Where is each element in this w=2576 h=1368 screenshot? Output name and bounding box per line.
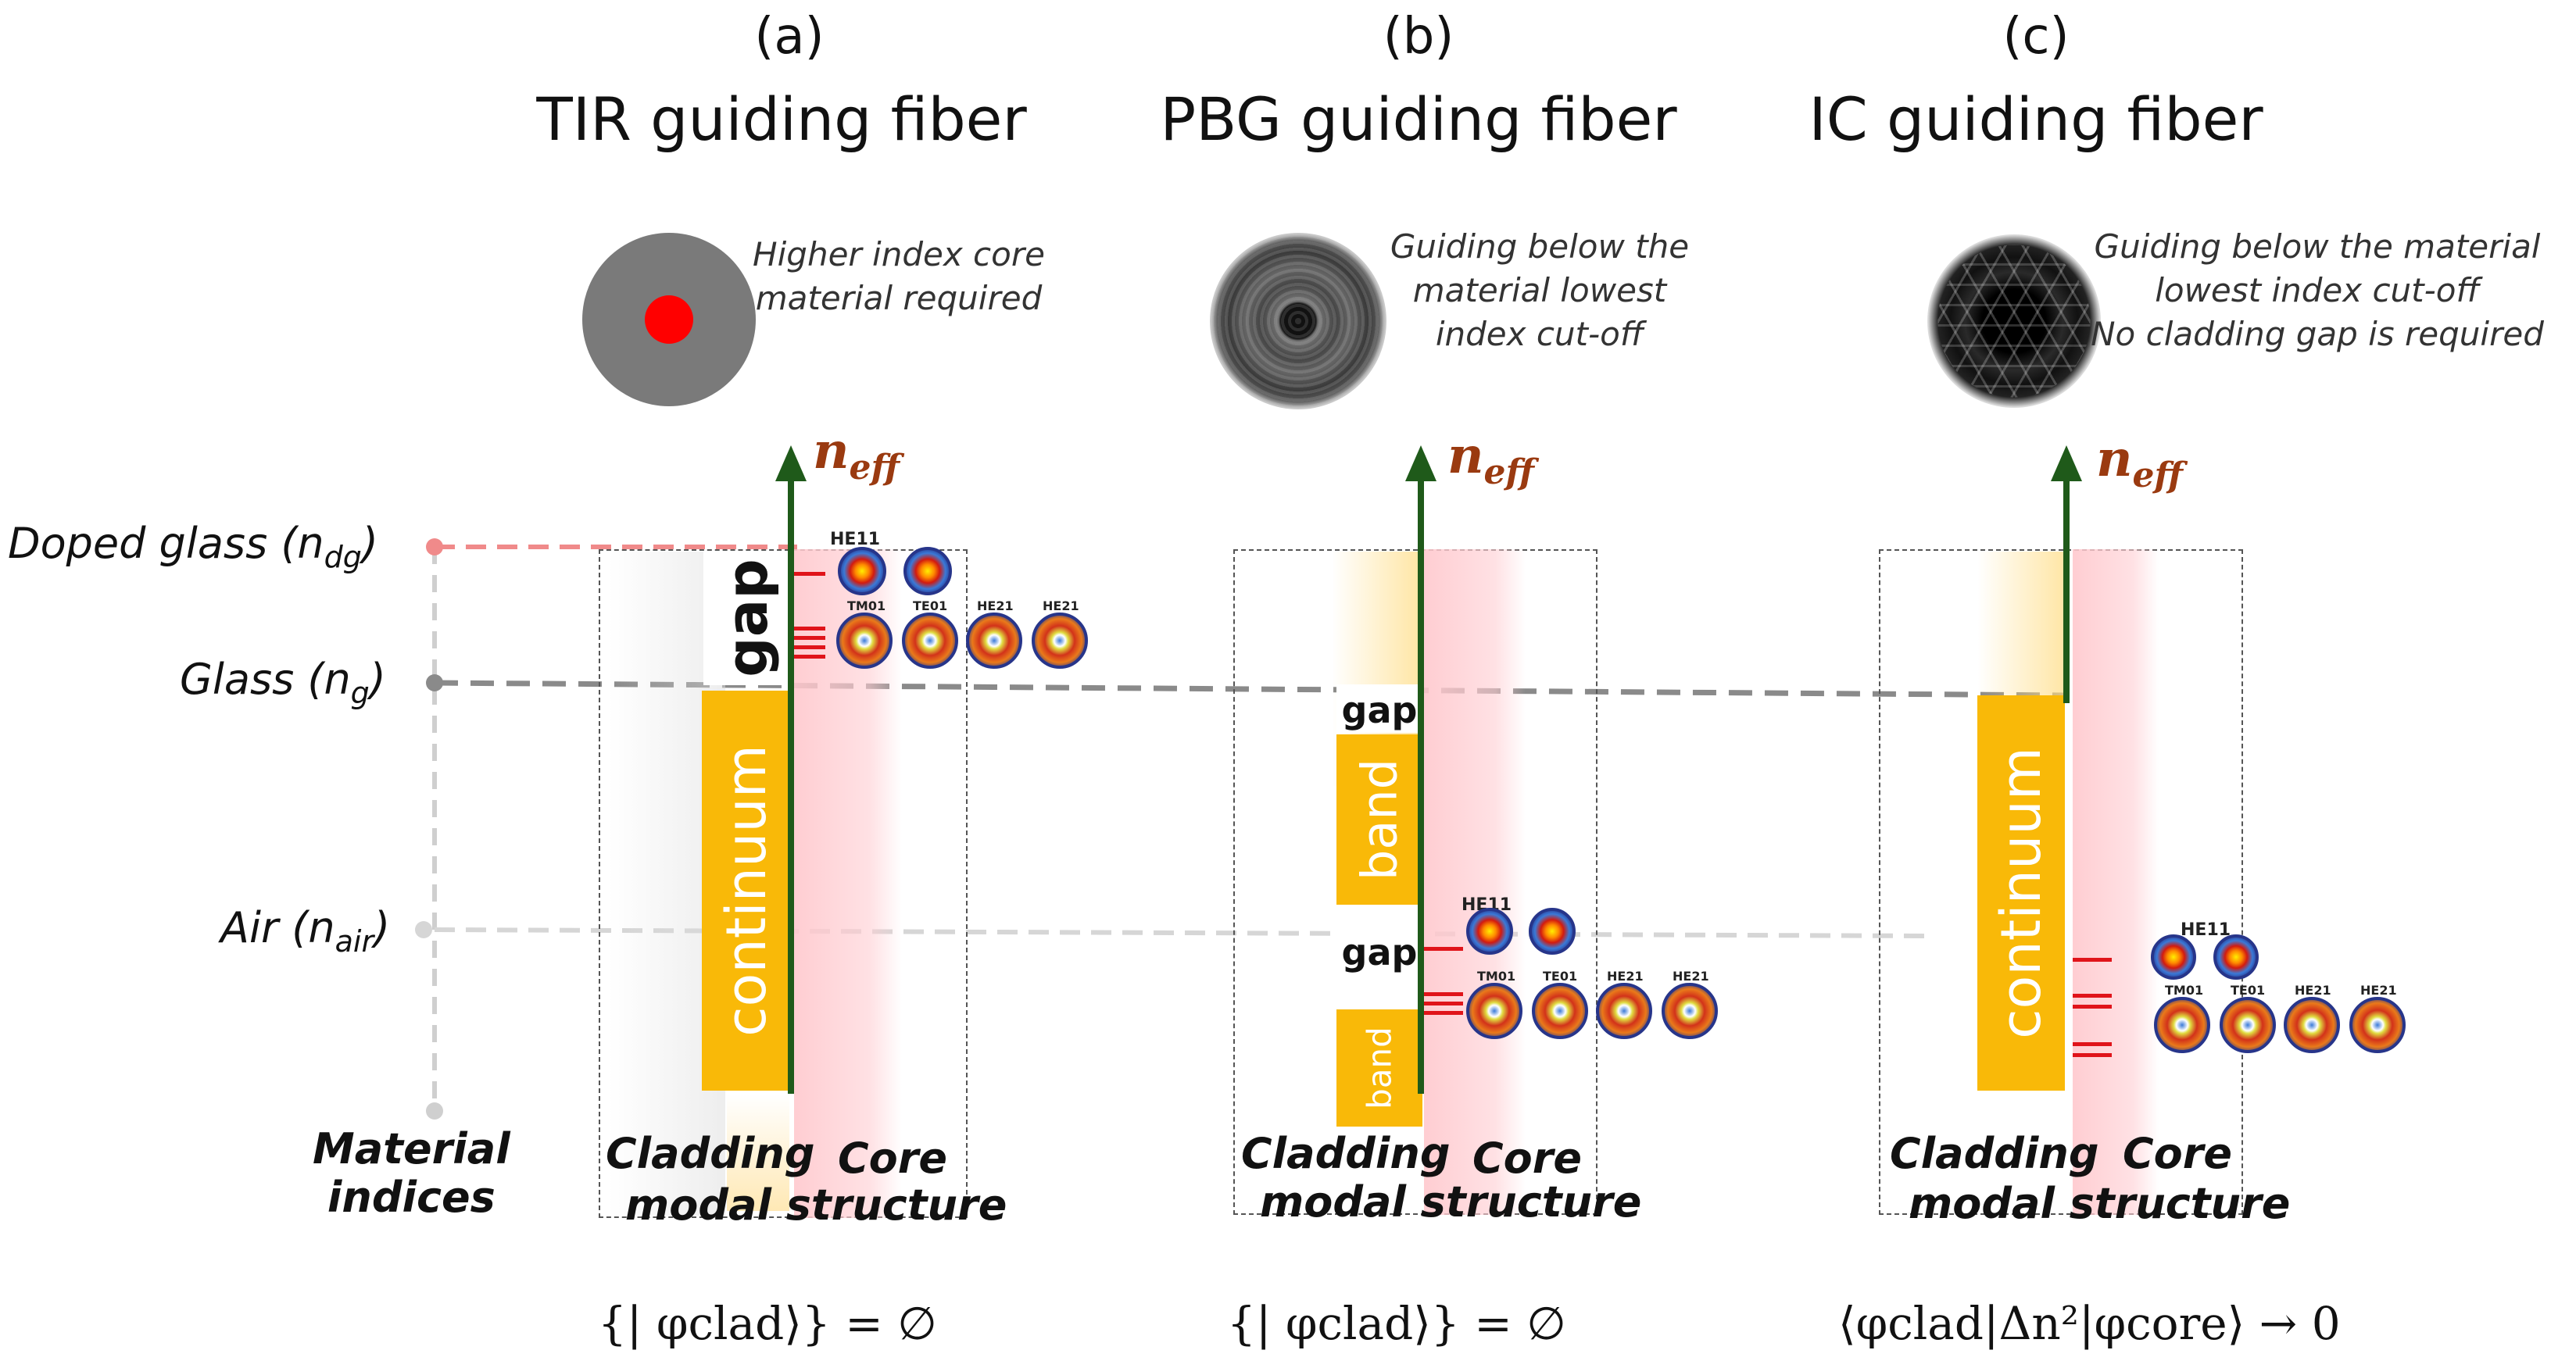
panel-a-he21-label-2: HE21 xyxy=(1043,598,1079,613)
panel-a-he11-mode-1 xyxy=(838,547,886,595)
ic-fiber-icon xyxy=(1927,234,2101,408)
air-label: Air (nair) xyxy=(220,903,391,959)
panel-c-he11-mode-2 xyxy=(2213,934,2259,980)
panel-c-te01-label: TE01 xyxy=(2231,983,2266,998)
panel-a-he11-mode-2 xyxy=(903,547,952,595)
panel-b-gap-1: gap xyxy=(1336,684,1422,733)
panel-a-cladding-label: Cladding xyxy=(606,1129,815,1178)
panel-a-title: TIR guiding fiber xyxy=(536,84,1027,154)
panel-b-axis xyxy=(1418,477,1424,1094)
panel-a-he21-mode-2 xyxy=(1032,613,1088,669)
panel-c-continuum: continuum xyxy=(1977,695,2065,1091)
panel-c-he21-label-1: HE21 xyxy=(2295,983,2331,998)
panel-c-axis-arrow xyxy=(2051,445,2082,481)
panel-b-cladding-label: Cladding xyxy=(1241,1129,1451,1178)
panel-b-box xyxy=(1233,549,1597,1215)
doped-glass-marker xyxy=(426,538,443,555)
panel-c-he21-mode-1 xyxy=(2284,997,2340,1053)
panel-b-he21-label-2: HE21 xyxy=(1673,969,1709,984)
panel-b-modal-structure-label: modal structure xyxy=(1260,1177,1642,1227)
panel-a-box xyxy=(599,549,968,1218)
panel-a-letter: (a) xyxy=(754,8,825,66)
tir-fiber-icon xyxy=(582,233,756,406)
panel-a-te01-mode xyxy=(902,613,958,669)
panel-a-continuum: continuum xyxy=(702,691,791,1091)
panel-c-cladding-label: Cladding xyxy=(1890,1129,2099,1178)
panel-a-neff: neff xyxy=(813,422,900,488)
panel-c-core-label: Core xyxy=(2123,1129,2232,1178)
panel-c-box xyxy=(1879,549,2243,1215)
panel-b-he11-mode-2 xyxy=(1529,908,1576,955)
panel-b-core-label: Core xyxy=(1472,1134,1582,1183)
panel-c-he21-mode-2 xyxy=(2349,997,2406,1053)
panel-c-he11-label: HE11 xyxy=(2181,920,2231,940)
panel-b-gap-2: gap xyxy=(1336,906,1422,1008)
panel-a-core-label: Core xyxy=(838,1134,947,1183)
panel-c-core-band xyxy=(2073,549,2159,1215)
panel-b-he21-mode-1 xyxy=(1596,983,1652,1039)
panel-a-he21-mode-1 xyxy=(966,613,1022,669)
panel-a-axis xyxy=(788,477,794,1094)
glass-label: Glass (ng) xyxy=(180,655,386,710)
panel-a-modal-structure-label: modal structure xyxy=(625,1180,1007,1230)
panel-b-he21-label-1: HE21 xyxy=(1607,969,1644,984)
panel-b-te01-mode xyxy=(1532,983,1588,1039)
panel-c-title: IC guiding fiber xyxy=(1809,84,2263,154)
panel-b-te01-label: TE01 xyxy=(1543,969,1578,984)
panel-c-he21-label-2: HE21 xyxy=(2360,983,2397,998)
panel-b-title: PBG guiding fiber xyxy=(1160,84,1677,154)
panel-b-axis-arrow xyxy=(1405,445,1436,481)
panel-a-he21-label-1: HE21 xyxy=(977,598,1014,613)
panel-c-axis xyxy=(2063,477,2070,703)
panel-b-neff: neff xyxy=(1447,427,1534,492)
glass-marker xyxy=(426,674,443,691)
panel-c-modal-structure-label: modal structure xyxy=(1909,1179,2291,1228)
air-marker xyxy=(415,921,432,938)
panel-b-tm01-label: TM01 xyxy=(1477,969,1516,984)
panel-b-he21-mode-2 xyxy=(1662,983,1718,1039)
panel-a-tm01-label: TM01 xyxy=(847,598,886,613)
panel-c-letter: (c) xyxy=(2002,8,2070,66)
panel-a-te01-label: TE01 xyxy=(913,598,948,613)
panel-b-band-1: band xyxy=(1336,734,1422,905)
panel-c-tm01-mode xyxy=(2154,997,2210,1053)
panel-c-tm01-label: TM01 xyxy=(2165,983,2204,998)
pbg-fiber-icon xyxy=(1210,233,1386,409)
panel-a-axis-arrow xyxy=(775,445,807,481)
panel-c-equation: ⟨φclad|Δn²|φcore⟩ → 0 xyxy=(1838,1297,2341,1350)
panel-c-he11-mode-1 xyxy=(2151,934,2196,980)
panel-c-neff: neff xyxy=(2096,430,2183,495)
panel-b-he11-mode-1 xyxy=(1466,908,1513,955)
panel-a-gap: gap xyxy=(703,551,791,685)
panel-a-tm01-mode xyxy=(836,613,893,669)
panel-a-he11-label: HE11 xyxy=(830,530,881,549)
panel-b-tm01-mode xyxy=(1466,983,1522,1039)
panel-a-equation: {| φclad⟩} = ∅ xyxy=(598,1297,937,1350)
panel-b-core-band xyxy=(1424,549,1526,1215)
panel-b-letter: (b) xyxy=(1383,8,1454,66)
panel-c-te01-mode xyxy=(2220,997,2276,1053)
doped-glass-label: Doped glass (ndg) xyxy=(8,519,378,574)
panel-b-equation: {| φclad⟩} = ∅ xyxy=(1227,1297,1566,1350)
panel-b-band-2: band xyxy=(1336,1009,1422,1127)
scale-bottom-marker xyxy=(426,1102,443,1120)
